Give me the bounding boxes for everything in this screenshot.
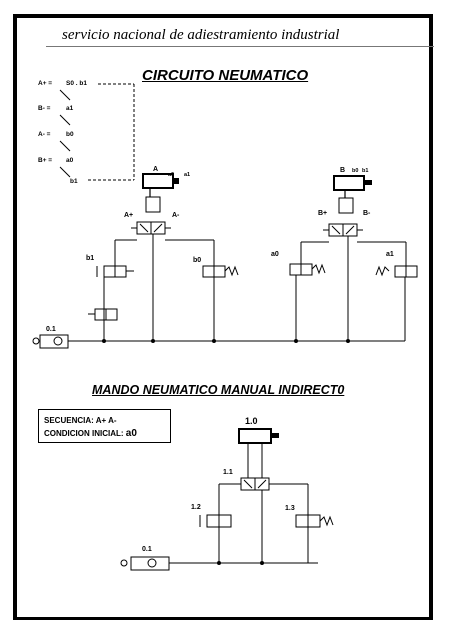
sequence-label: SECUENCIA: A+ A- (44, 416, 117, 425)
valve-b0-label: b0 (193, 257, 201, 264)
valve-b1-label: b1 (86, 255, 94, 262)
valve-5-2-a: A+ A- (124, 212, 180, 235)
cyl-b-sensor-b0: b0 (352, 168, 358, 174)
note-b-minus-value: a1 (66, 105, 74, 112)
air-lines-section2 (169, 483, 318, 564)
port-b-minus: B- (363, 210, 371, 217)
note-b-plus-value: a0 (66, 157, 74, 164)
cyl-a-sensor-a0: a0 (168, 172, 174, 178)
valve-a1-label: a1 (386, 251, 394, 258)
port-a-plus: A+ (124, 212, 133, 219)
cyl-1-0-label: 1.0 (245, 416, 258, 426)
valve-1-3-label: 1.3 (285, 505, 295, 512)
valve-1-3: 1.3 (285, 505, 334, 528)
supply-label-2: 0.1 (142, 546, 152, 553)
valve-1-1-label: 1.1 (223, 469, 233, 476)
valve-a0-label: a0 (271, 251, 279, 258)
cyl-b-label: B (340, 167, 345, 174)
port-a-minus: A- (172, 212, 180, 219)
sequence-notes: A+ = S0 . b1 B- = a1 A- = b0 B+ = a0 b1 (38, 80, 87, 185)
valve-1-1: 1.1 (223, 469, 278, 491)
cyl-b-sensor-b1: b1 (362, 168, 368, 174)
cyl-a-label: A (153, 166, 158, 173)
supply-0-1: 0.1 (120, 546, 170, 571)
manual-control-title: MANDO NEUMATICO MANUAL INDIRECT0 (92, 383, 345, 397)
cylinder-1-0: 1.0 (238, 416, 279, 478)
note-a-minus: A- = (38, 131, 51, 138)
signal-valves-section1: b1 b0 a0 a1 0.1 (32, 251, 418, 349)
valve-5-2-b: B+ B- (318, 210, 371, 237)
initial-condition-value: a0 (125, 428, 137, 439)
note-a-plus: A+ = (38, 80, 52, 87)
note-b-plus: B+ = (38, 157, 52, 164)
note-a-plus-value: S0 . b1 (66, 80, 87, 87)
supply-label-1: 0.1 (46, 326, 56, 333)
note-b1: b1 (70, 178, 78, 185)
valve-1-2-label: 1.2 (191, 504, 201, 511)
header-title: servicio nacional de adiestramiento indu… (62, 27, 340, 43)
cyl-a-sensor-a1: a1 (184, 172, 190, 178)
page-border (13, 14, 433, 620)
sequence-box: SECUENCIA: A+ A- CONDICION INICIAL: a0 (38, 409, 171, 443)
valve-1-2: 1.2 (191, 504, 232, 528)
note-a-minus-value: b0 (66, 131, 74, 138)
air-lines-section1 (68, 234, 407, 342)
port-b-plus: B+ (318, 210, 327, 217)
circuit-title: CIRCUITO NEUMATICO (142, 67, 309, 84)
cylinder-a: A a0 a1 (142, 166, 190, 213)
header-rule (46, 46, 434, 47)
initial-condition-label: CONDICION INICIAL: (44, 429, 124, 438)
note-b-minus: B- = (38, 105, 51, 112)
initial-condition-row: CONDICION INICIAL: a0 (44, 427, 165, 440)
cylinder-b: B b0 b1 (333, 167, 372, 214)
